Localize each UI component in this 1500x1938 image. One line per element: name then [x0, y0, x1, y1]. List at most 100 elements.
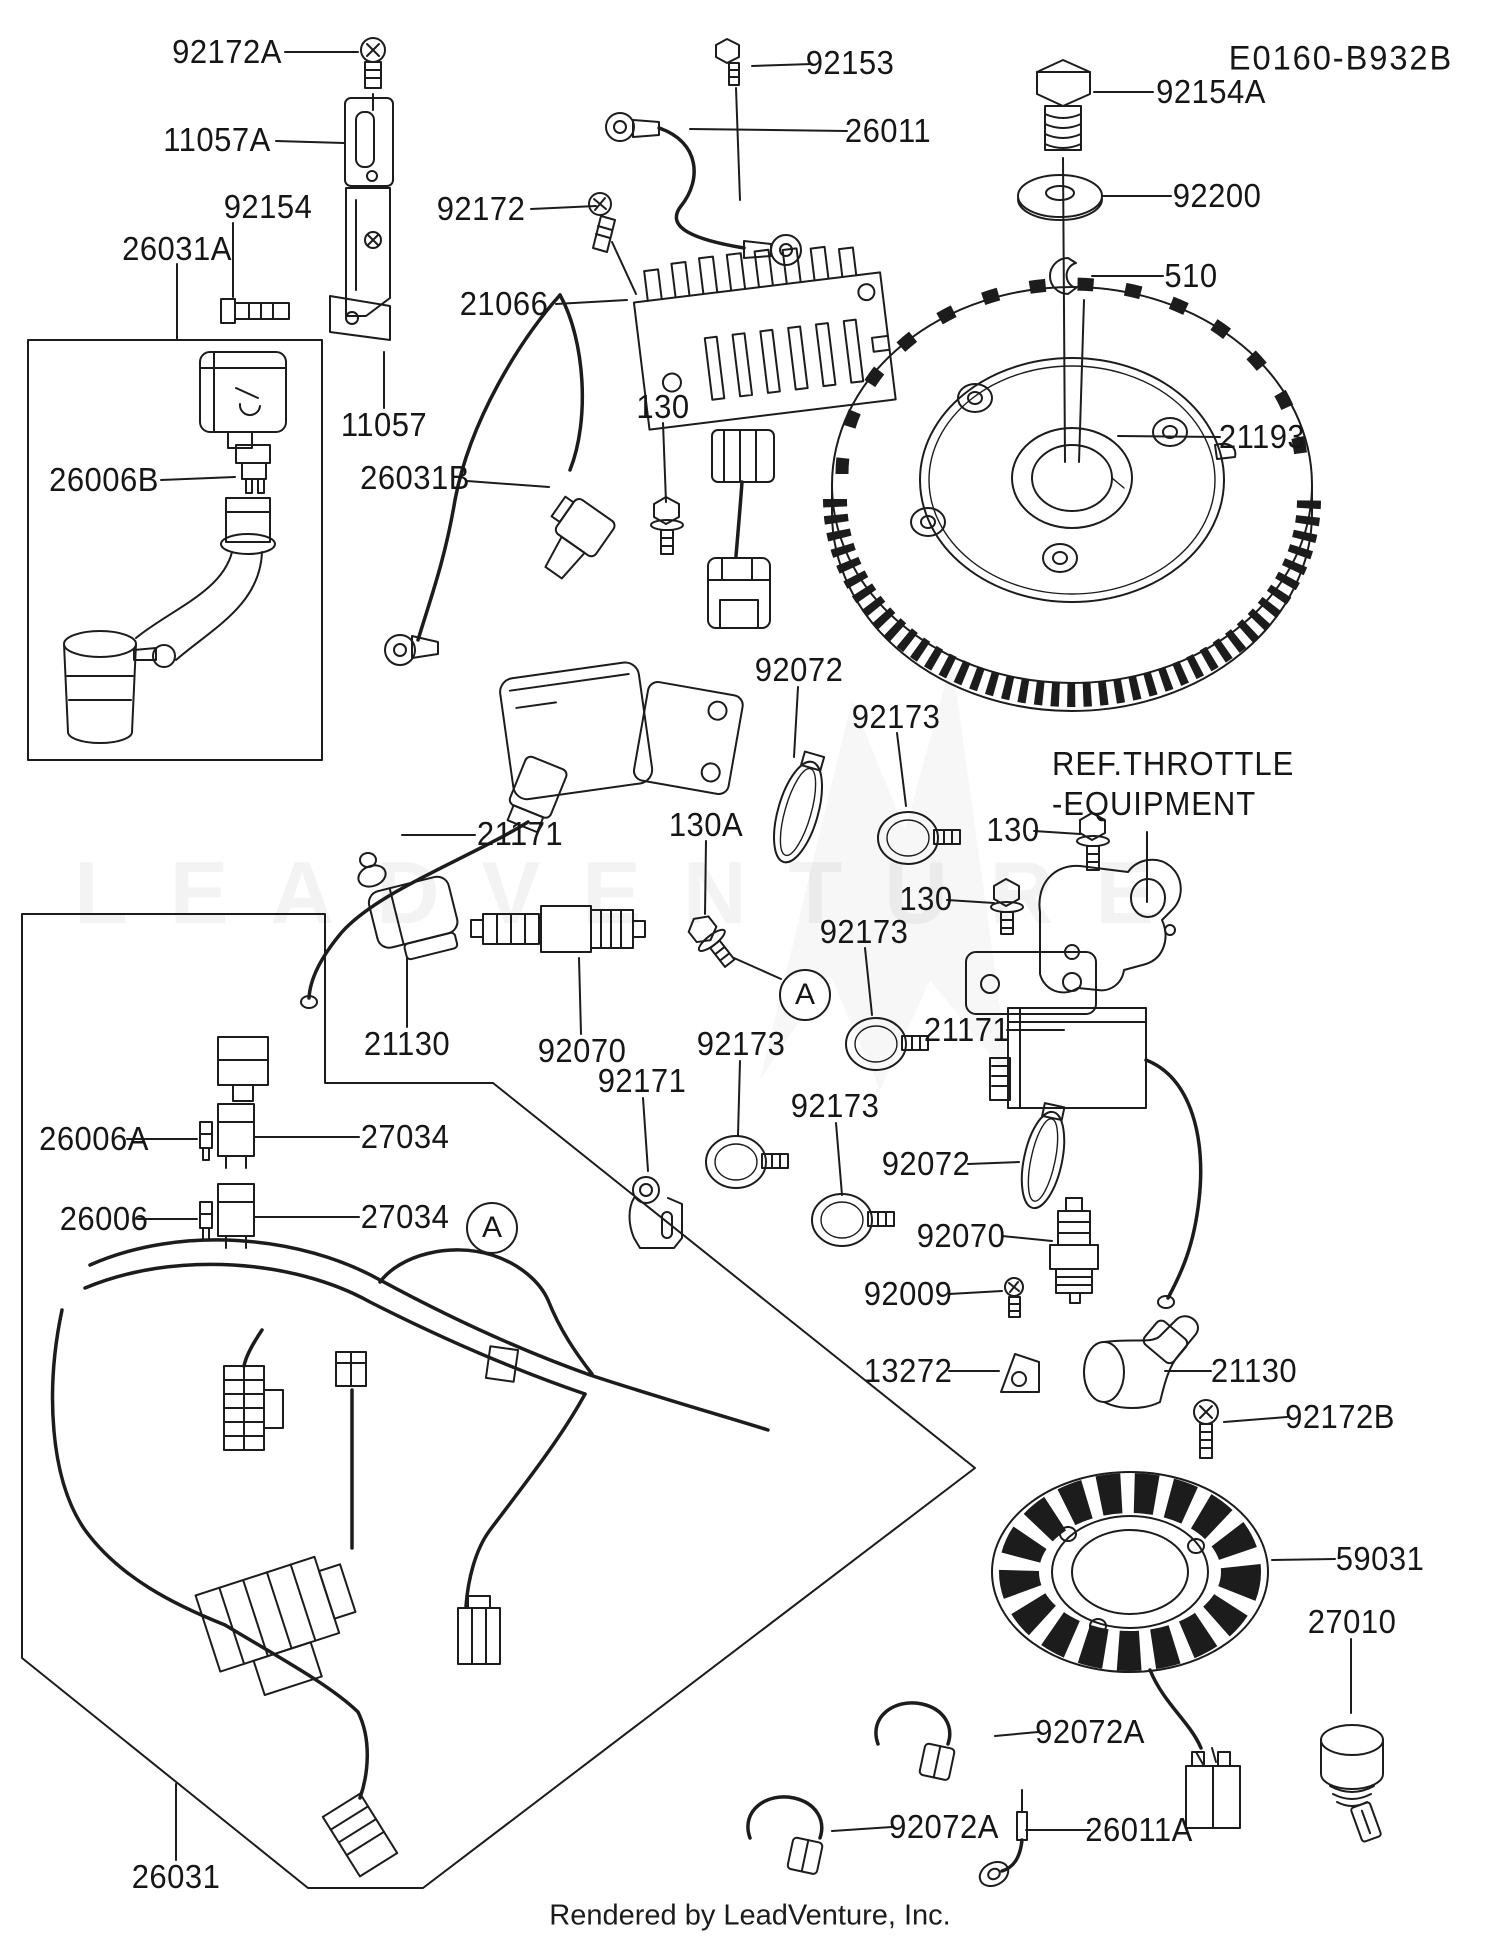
part-label-92171[interactable]: 92171	[597, 1062, 687, 1099]
enclosure-box-26031a	[27, 339, 323, 761]
bolt-130a-drawing	[687, 915, 736, 968]
part-label-21171-2[interactable]: 21171	[923, 1011, 1011, 1048]
part-label-26031[interactable]: 26031	[131, 1858, 221, 1895]
part-label-21130-2[interactable]: 21130	[1210, 1352, 1298, 1389]
oil-switch-27010-drawing	[1320, 1724, 1384, 1843]
part-label-92172a[interactable]: 92172A	[172, 33, 282, 70]
relay-27034-drawing-1	[217, 1103, 255, 1169]
bracket-92171-drawing	[628, 1176, 683, 1249]
ref-throttle-equipment-label[interactable]: REF.THROTTLE -EQUIPMENT	[1052, 744, 1294, 824]
bolt-130-drawing-2	[1076, 812, 1110, 871]
pin-510-drawing	[1049, 257, 1077, 295]
fuse-holder-26006b-drawing	[63, 351, 287, 744]
clamp-92173-drawing-b	[845, 1017, 929, 1071]
part-label-92173-1[interactable]: 92173	[851, 698, 941, 735]
fuse-26006-drawing	[199, 1201, 213, 1241]
part-label-130-1[interactable]: 130	[636, 388, 690, 425]
part-label-59031[interactable]: 59031	[1335, 1540, 1425, 1577]
enclosure-box-26031	[21, 913, 976, 1889]
bracket-11057-drawing	[329, 187, 391, 341]
part-label-92172b[interactable]: 92172B	[1285, 1398, 1395, 1435]
part-label-27034-2[interactable]: 27034	[360, 1198, 450, 1235]
part-label-92070-2[interactable]: 92070	[916, 1217, 1006, 1254]
bolt-130-drawing-3	[990, 878, 1024, 935]
leader-lines	[126, 51, 1352, 1861]
wire-26011-drawing	[605, 112, 802, 266]
ref-label-line2: -EQUIPMENT	[1052, 785, 1257, 822]
clamp-92173-drawing-c	[705, 1135, 789, 1189]
screw-92172b-drawing	[1193, 1399, 1219, 1459]
plug-cap-21130-left-drawing	[357, 852, 459, 961]
flywheel-21193-drawing	[823, 277, 1321, 712]
part-label-21066[interactable]: 21066	[459, 285, 549, 322]
part-label-92153[interactable]: 92153	[805, 44, 895, 81]
relay-drawing	[217, 1036, 269, 1102]
bolt-92154a-drawing	[1036, 59, 1091, 151]
part-label-92154a[interactable]: 92154A	[1156, 73, 1266, 110]
part-label-21193[interactable]: 21193	[1218, 418, 1306, 455]
wiring-harness-26031-drawing	[50, 1238, 770, 1878]
part-label-92072-2[interactable]: 92072	[881, 1145, 971, 1182]
bolt-130-drawing-1	[650, 496, 684, 555]
ref-label-line1: REF.THROTTLE	[1052, 745, 1295, 782]
washer-92200-drawing	[1017, 174, 1103, 221]
part-label-13272[interactable]: 13272	[863, 1352, 953, 1389]
regulator-connectors-drawing	[707, 429, 775, 629]
part-label-92072-1[interactable]: 92072	[754, 651, 844, 688]
part-label-26006a[interactable]: 26006A	[39, 1120, 149, 1157]
part-label-26006b[interactable]: 26006B	[49, 461, 159, 498]
part-label-92173-3[interactable]: 92173	[696, 1025, 786, 1062]
part-label-130-2[interactable]: 130	[986, 811, 1040, 848]
bracket-11057a-drawing	[344, 97, 394, 187]
part-label-26011[interactable]: 26011	[844, 112, 932, 149]
spark-plug-92070-right-drawing	[1049, 1197, 1099, 1304]
screw-92172a-drawing	[360, 37, 386, 89]
part-label-26031b[interactable]: 26031B	[360, 459, 470, 496]
part-label-92009[interactable]: 92009	[863, 1275, 953, 1312]
diagram-code: E0160-B932B	[1228, 39, 1454, 78]
part-label-11057[interactable]: 11057	[340, 406, 428, 443]
part-label-27034-1[interactable]: 27034	[360, 1118, 450, 1155]
coil-21171-right-drawing	[965, 951, 1203, 1309]
detail-marker-a-2: A	[466, 1202, 518, 1254]
coil-21171-left-drawing	[300, 661, 744, 1009]
bolt-92154-drawing	[220, 298, 290, 324]
part-label-26031a[interactable]: 26031A	[122, 230, 232, 267]
part-label-92173-2[interactable]: 92173	[819, 913, 909, 950]
fuse-26006a-drawing	[199, 1121, 213, 1161]
clamp-92072a-drawing-1	[874, 1701, 956, 1781]
clamp-92173-drawing-a	[877, 811, 961, 865]
band-92072-right-drawing	[1020, 1102, 1066, 1210]
part-label-92072a-1[interactable]: 92072A	[1035, 1713, 1145, 1750]
part-label-21171-1[interactable]: 21171	[476, 815, 564, 852]
part-label-92154[interactable]: 92154	[223, 188, 313, 225]
wire-26011a-drawing	[978, 1789, 1028, 1887]
band-92072-top-drawing	[773, 750, 826, 864]
bolt-92153-drawing	[715, 38, 740, 86]
part-label-130-3[interactable]: 130	[899, 880, 953, 917]
part-label-11057a[interactable]: 11057A	[163, 121, 271, 158]
part-label-130a[interactable]: 130A	[668, 806, 744, 843]
part-label-21130-1[interactable]: 21130	[363, 1025, 451, 1062]
part-label-92173-4[interactable]: 92173	[790, 1087, 880, 1124]
screw-92009-drawing	[1004, 1277, 1024, 1318]
part-label-92070-1[interactable]: 92070	[537, 1032, 627, 1069]
clamp-92072a-drawing-2	[746, 1795, 824, 1875]
regulator-21066-drawing	[632, 245, 897, 431]
footer-credit: Rendered by LeadVenture, Inc.	[549, 1899, 951, 1932]
part-label-27010[interactable]: 27010	[1307, 1603, 1397, 1640]
detail-marker-a-1: A	[779, 969, 831, 1021]
clamp-92173-drawing-d	[811, 1193, 895, 1247]
plug-cap-21130-right-drawing	[1083, 1315, 1199, 1409]
part-label-92172[interactable]: 92172	[436, 190, 526, 227]
part-label-510[interactable]: 510	[1164, 257, 1218, 294]
part-label-92200[interactable]: 92200	[1172, 177, 1262, 214]
part-label-26006[interactable]: 26006	[59, 1200, 149, 1237]
part-label-26011a[interactable]: 26011A	[1085, 1811, 1193, 1848]
stator-59031-drawing	[991, 1471, 1269, 1829]
screw-92172-drawing	[588, 192, 616, 253]
plate-13272-drawing	[1000, 1353, 1040, 1393]
part-label-92072a-2[interactable]: 92072A	[889, 1808, 999, 1845]
